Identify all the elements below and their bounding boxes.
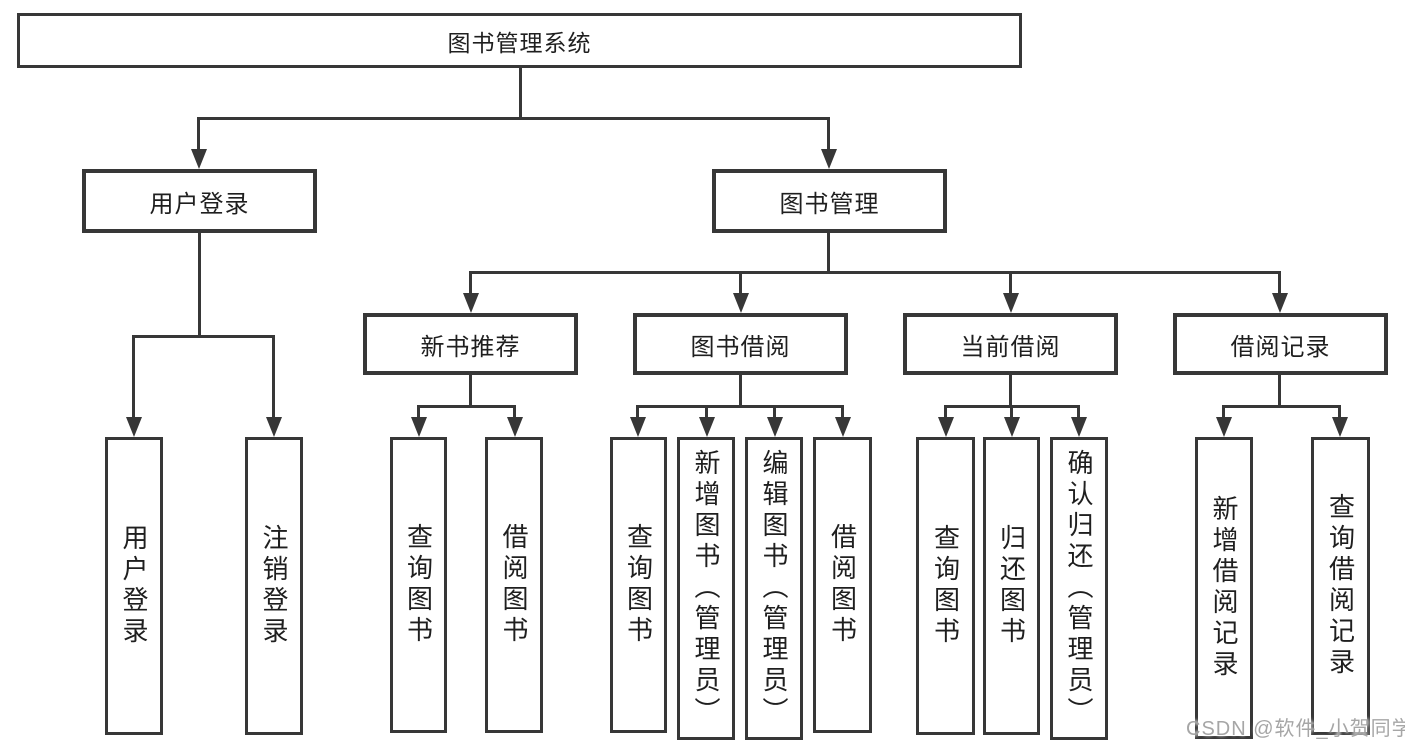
connector-line — [198, 233, 201, 338]
leaf-borrow-book: 借阅图书 — [485, 437, 543, 733]
connector-line — [773, 405, 776, 422]
connector-line — [827, 233, 830, 274]
connector-line — [1222, 405, 1340, 408]
arrow-down-icon — [1070, 417, 1087, 437]
arrow-down-icon — [834, 417, 851, 437]
node-label: 借阅记录 — [1230, 333, 1331, 361]
connector-line — [469, 375, 472, 408]
connector-line — [1009, 375, 1012, 408]
node-label: 新增图书（管理员） — [691, 449, 721, 728]
arrow-down-icon — [190, 149, 207, 169]
leaf-edit-book-admin: 编辑图书（管理员） — [745, 437, 803, 740]
node-user-login: 用户登录 — [82, 169, 317, 233]
leaf-confirm-return-admin: 确认归还（管理员） — [1050, 437, 1108, 740]
connector-line — [132, 335, 135, 422]
arrow-down-icon — [937, 417, 954, 437]
leaf-return-book: 归还图书 — [983, 437, 1040, 735]
node-library-management-system: 图书管理系统 — [17, 13, 1022, 68]
leaf-add-borrow-record: 新增借阅记录 — [1195, 437, 1253, 739]
connector-line — [197, 117, 830, 120]
arrow-down-icon — [1271, 293, 1288, 313]
leaf-query-book: 查询图书 — [610, 437, 667, 733]
arrow-down-icon — [506, 417, 523, 437]
leaf-query-book: 查询图书 — [916, 437, 975, 735]
connector-line — [827, 117, 830, 155]
leaf-borrow-book: 借阅图书 — [813, 437, 872, 733]
arrow-down-icon — [732, 293, 749, 313]
node-label: 注销登录 — [259, 524, 289, 648]
arrow-down-icon — [1331, 417, 1348, 437]
connector-line — [636, 405, 844, 408]
node-label: 借阅图书 — [827, 523, 858, 647]
connector-line — [513, 405, 516, 422]
node-label: 图书借阅 — [690, 333, 791, 361]
node-label: 新书推荐 — [420, 333, 521, 361]
connector-line — [469, 271, 1281, 274]
connector-line — [1278, 375, 1281, 408]
connector-line — [739, 375, 742, 408]
connector-line — [1077, 405, 1080, 422]
arrow-down-icon — [1003, 417, 1020, 437]
connector-line — [197, 117, 200, 155]
connector-line — [132, 335, 274, 338]
node-borrow-record: 借阅记录 — [1173, 313, 1388, 375]
arrow-down-icon — [265, 417, 282, 437]
connector-line — [1009, 271, 1012, 297]
node-label: 编辑图书（管理员） — [759, 449, 789, 728]
leaf-query-borrow-record: 查询借阅记录 — [1311, 437, 1370, 735]
arrow-down-icon — [462, 293, 479, 313]
connector-line — [944, 405, 947, 422]
connector-line — [1222, 405, 1225, 422]
node-current-borrow: 当前借阅 — [903, 313, 1118, 375]
node-label: 查询图书 — [403, 523, 434, 647]
node-new-book-recommend: 新书推荐 — [363, 313, 578, 375]
connector-line — [469, 271, 472, 297]
node-book-borrow: 图书借阅 — [633, 313, 848, 375]
connector-line — [417, 405, 516, 408]
connector-line — [1010, 405, 1013, 422]
connector-line — [1278, 271, 1281, 297]
csdn-watermark: CSDN @软件_小贺同学 — [1186, 718, 1405, 740]
node-label: 用户登录 — [149, 190, 250, 218]
connector-line — [705, 405, 708, 422]
arrow-down-icon — [820, 149, 837, 169]
arrow-down-icon — [125, 417, 142, 437]
arrow-down-icon — [766, 417, 783, 437]
leaf-query-book: 查询图书 — [390, 437, 447, 733]
connector-line — [636, 405, 639, 422]
arrow-down-icon — [629, 417, 646, 437]
arrow-down-icon — [698, 417, 715, 437]
connector-line — [519, 67, 522, 120]
arrow-down-icon — [1215, 417, 1232, 437]
node-label: 查询图书 — [623, 523, 654, 647]
connector-line — [841, 405, 844, 422]
node-label: 查询图书 — [930, 524, 961, 648]
node-label: 新增借阅记录 — [1209, 495, 1239, 681]
node-label: 确认归还（管理员） — [1064, 449, 1094, 728]
leaf-user-login: 用户登录 — [105, 437, 163, 735]
connector-line — [739, 271, 742, 297]
node-label: 查询借阅记录 — [1325, 493, 1356, 679]
connector-line — [1338, 405, 1341, 422]
connector-line — [272, 335, 275, 422]
node-label: 当前借阅 — [960, 333, 1061, 361]
node-label: 归还图书 — [996, 524, 1027, 648]
leaf-add-book-admin: 新增图书（管理员） — [677, 437, 735, 740]
node-book-management: 图书管理 — [712, 169, 947, 233]
connector-line — [417, 405, 420, 422]
arrow-down-icon — [410, 417, 427, 437]
leaf-logout: 注销登录 — [245, 437, 303, 735]
arrow-down-icon — [1002, 293, 1019, 313]
node-label: 借阅图书 — [499, 523, 529, 647]
node-label: 图书管理系统 — [447, 29, 592, 56]
node-label: 图书管理 — [779, 190, 880, 218]
node-label: 用户登录 — [119, 524, 149, 648]
